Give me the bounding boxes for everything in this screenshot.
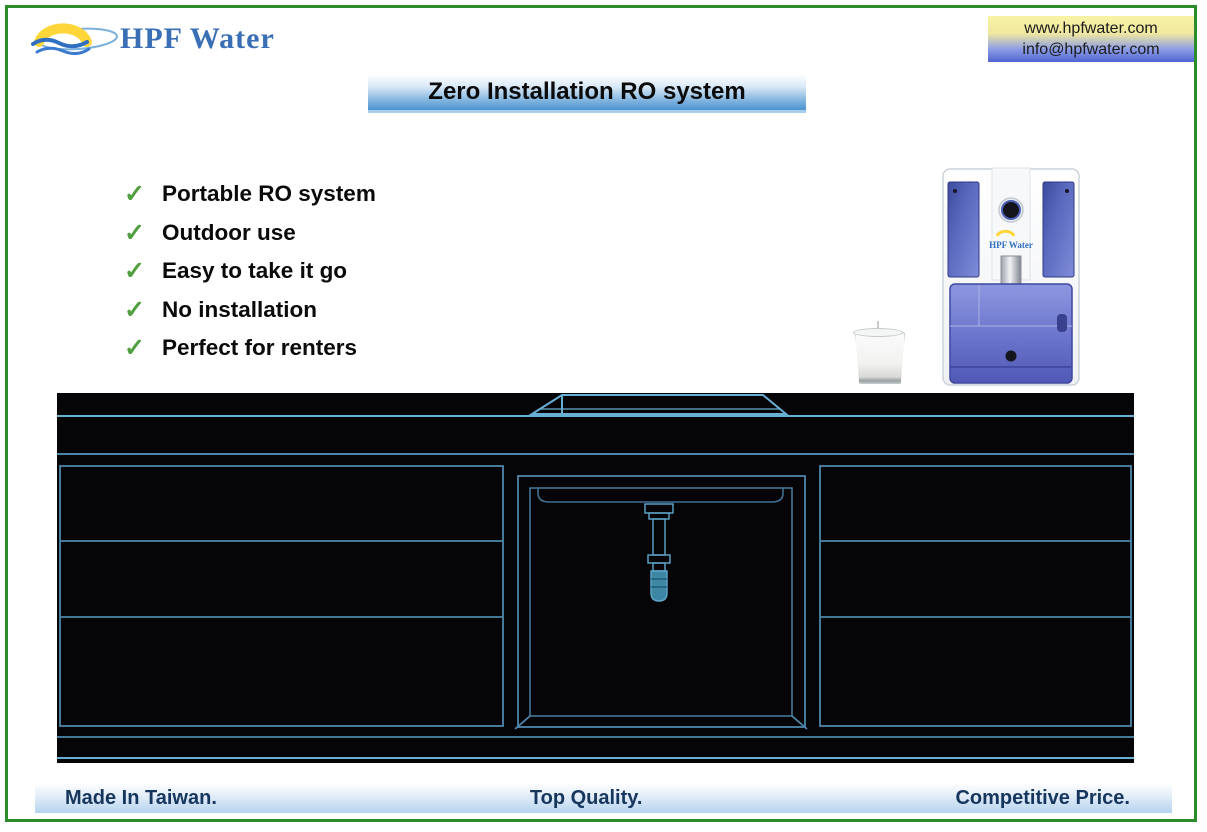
- right-drawer-bank: [819, 465, 1132, 727]
- footer-competitive-price: Competitive Price.: [955, 786, 1130, 809]
- footer-top-quality: Top Quality.: [529, 786, 643, 809]
- slide-title-bar: Zero Installation RO system: [368, 74, 806, 113]
- device-left-panel: [947, 181, 980, 278]
- sun-wave-logo-icon: [26, 12, 118, 65]
- sink-rim: [528, 394, 789, 415]
- email-address: info@hpfwater.com: [1022, 41, 1160, 58]
- footer-made-in-taiwan: Made In Taiwan.: [65, 786, 217, 809]
- company-name: HPF Water: [120, 21, 275, 55]
- device-drain-plug: [1005, 350, 1017, 362]
- footer-bar: Made In Taiwan. Top Quality. Competitive…: [35, 783, 1172, 813]
- check-icon: ✓: [124, 257, 145, 286]
- sink-bowl: [537, 488, 784, 503]
- ro-purifier-image: HPF Water: [935, 166, 1087, 388]
- check-icon: ✓: [124, 334, 145, 363]
- check-icon: ✓: [124, 180, 145, 208]
- feature-label: Easy to take it go: [162, 258, 348, 284]
- list-item: ✓ Outdoor use: [124, 220, 376, 246]
- contact-box: www.hpfwater.com info@hpfwater.com: [988, 16, 1194, 62]
- kitchen-counter-cad-diagram: [57, 393, 1134, 768]
- list-item: ✓ Portable RO system: [124, 181, 376, 207]
- water-cup-image: [852, 321, 905, 386]
- device-right-panel: [1042, 181, 1075, 278]
- feature-label: Portable RO system: [162, 181, 376, 206]
- cup-rim: [853, 328, 903, 337]
- device-spout: [1000, 255, 1022, 289]
- list-item: ✓ Perfect for renters: [124, 335, 376, 361]
- feature-label: Outdoor use: [162, 219, 296, 245]
- check-icon: ✓: [124, 295, 145, 324]
- list-item: ✓ No installation: [124, 297, 376, 323]
- feature-label: Perfect for renters: [162, 335, 358, 361]
- device-tank: [949, 283, 1073, 384]
- left-drawer-bank: [59, 465, 504, 727]
- slide-title: Zero Installation RO system: [428, 78, 746, 105]
- drain-pipe: [644, 503, 674, 602]
- feature-label: No installation: [162, 296, 318, 322]
- device-logo-text: HPF Water: [989, 240, 1033, 250]
- cup-highlight: [877, 321, 879, 330]
- cup-body: [855, 332, 905, 384]
- sink-cabinet: [514, 475, 808, 730]
- feature-list: ✓ Portable RO system ✓ Outdoor use ✓ Eas…: [124, 181, 376, 361]
- website-url: www.hpfwater.com: [1024, 20, 1158, 37]
- list-item: ✓ Easy to take it go: [124, 258, 376, 284]
- check-icon: ✓: [124, 218, 145, 247]
- company-logo: HPF Water: [26, 12, 275, 65]
- device-handle: [1057, 314, 1067, 332]
- cad-background: [57, 393, 1134, 763]
